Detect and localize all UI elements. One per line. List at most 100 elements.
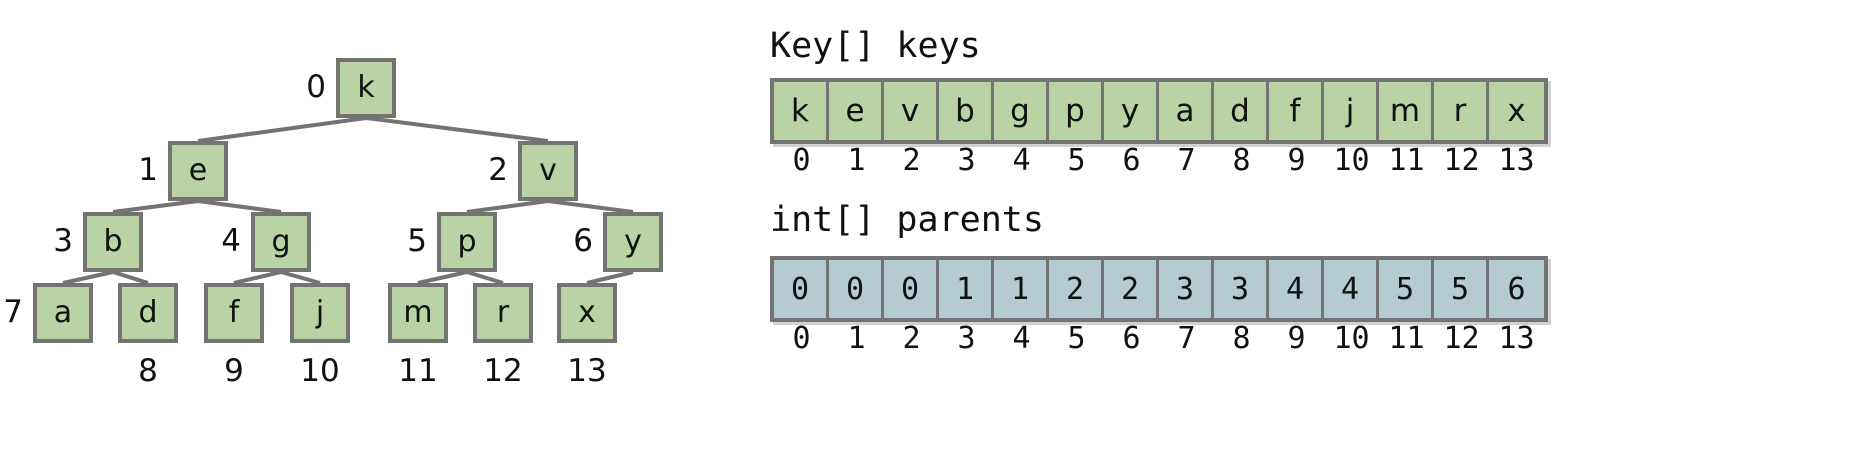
tree-node-k[interactable]: k — [336, 58, 396, 118]
keys-cell-10[interactable]: j — [1324, 82, 1379, 140]
parents-index-6: 6 — [1122, 321, 1141, 356]
tree-node-v[interactable]: v — [518, 141, 578, 201]
keys-index-4: 4 — [1012, 143, 1031, 178]
parents-index-10: 10 — [1333, 321, 1370, 356]
tree-node-x[interactable]: x — [557, 283, 617, 343]
keys-cell-9[interactable]: f — [1269, 82, 1324, 140]
parents-cell-7[interactable]: 3 — [1159, 260, 1214, 318]
parents-cell-3[interactable]: 1 — [939, 260, 994, 318]
tree-node-r[interactable]: r — [473, 283, 533, 343]
keys-cell-11[interactable]: m — [1379, 82, 1434, 140]
keys-cell-7[interactable]: a — [1159, 82, 1214, 140]
tree-edge — [197, 199, 282, 214]
tree-node-index-11: 11 — [398, 353, 438, 389]
tree-node-index-7: 7 — [3, 294, 23, 330]
parents-cell-6[interactable]: 2 — [1104, 260, 1159, 318]
keys-index-10: 10 — [1333, 143, 1370, 178]
tree-node-j[interactable]: j — [290, 283, 350, 343]
keys-index-11: 11 — [1388, 143, 1425, 178]
parents-index-4: 4 — [1012, 321, 1031, 356]
keys-index-6: 6 — [1122, 143, 1141, 178]
tree-node-p[interactable]: p — [437, 212, 497, 272]
tree-node-label: j — [315, 295, 325, 330]
keys-cell-12[interactable]: r — [1434, 82, 1489, 140]
parents-index-5: 5 — [1067, 321, 1086, 356]
tree-node-g[interactable]: g — [251, 212, 311, 272]
tree-edge — [586, 270, 634, 285]
keys-index-3: 3 — [957, 143, 976, 178]
keys-cell-3[interactable]: b — [939, 82, 994, 140]
tree-node-label: f — [228, 295, 240, 330]
tree-node-d[interactable]: d — [118, 283, 178, 343]
parents-cell-5[interactable]: 2 — [1049, 260, 1104, 318]
tree-node-y[interactable]: y — [603, 212, 663, 272]
keys-index-12: 12 — [1443, 143, 1480, 178]
parents-cell-4[interactable]: 1 — [994, 260, 1049, 318]
keys-cell-4[interactable]: g — [994, 82, 1049, 140]
tree-node-index-10: 10 — [300, 353, 340, 389]
keys-index-5: 5 — [1067, 143, 1086, 178]
parents-cell-11[interactable]: 5 — [1379, 260, 1434, 318]
tree-edge — [547, 199, 634, 214]
parents-array-title: int[] parents — [770, 200, 1044, 240]
tree-node-index-0: 0 — [306, 69, 326, 105]
keys-cell-6[interactable]: y — [1104, 82, 1159, 140]
tree-node-b[interactable]: b — [83, 212, 143, 272]
parents-cell-8[interactable]: 3 — [1214, 260, 1269, 318]
tree-node-index-2: 2 — [488, 152, 508, 188]
parents-index-13: 13 — [1498, 321, 1535, 356]
tree-node-label: p — [457, 224, 477, 259]
parents-index-12: 12 — [1443, 321, 1480, 356]
tree-node-index-9: 9 — [224, 353, 244, 389]
keys-index-8: 8 — [1232, 143, 1251, 178]
keys-array-title: Key[] keys — [770, 26, 981, 66]
tree-node-index-12: 12 — [483, 353, 523, 389]
parents-index-7: 7 — [1177, 321, 1196, 356]
tree-node-index-1: 1 — [138, 152, 158, 188]
tree-edge — [365, 116, 549, 143]
parents-index-9: 9 — [1287, 321, 1306, 356]
keys-cell-2[interactable]: v — [884, 82, 939, 140]
tree-node-f[interactable]: f — [204, 283, 264, 343]
keys-cell-13[interactable]: x — [1507, 93, 1526, 129]
parents-index-2: 2 — [902, 321, 921, 356]
keys-cell-1[interactable]: e — [829, 82, 884, 140]
tree-node-index-13: 13 — [567, 353, 607, 389]
parents-cell-0[interactable]: 0 — [774, 260, 829, 318]
tree-node-label: r — [496, 295, 510, 330]
tree-node-label: y — [624, 224, 642, 259]
parents-cell-13[interactable]: 6 — [1507, 271, 1526, 307]
tree-node-label: b — [103, 224, 123, 259]
parents-cell-10[interactable]: 4 — [1324, 260, 1379, 318]
tree-node-e[interactable]: e — [168, 141, 228, 201]
tree-node-index-6: 6 — [573, 223, 593, 259]
keys-index-7: 7 — [1177, 143, 1196, 178]
tree-node-label: d — [138, 295, 158, 330]
parents-cell-9[interactable]: 4 — [1269, 260, 1324, 318]
parents-index-1: 1 — [847, 321, 866, 356]
tree-edge — [197, 116, 367, 143]
tree-node-index-5: 5 — [407, 223, 427, 259]
keys-index-0: 0 — [792, 143, 811, 178]
tree-edge — [112, 270, 149, 285]
keys-index-9: 9 — [1287, 143, 1306, 178]
parents-cell-12[interactable]: 5 — [1434, 260, 1489, 318]
tree-node-label: g — [271, 224, 291, 259]
parents-cell-1[interactable]: 0 — [829, 260, 884, 318]
parents-index-8: 8 — [1232, 321, 1251, 356]
parents-cell-2[interactable]: 0 — [884, 260, 939, 318]
tree-edge — [466, 270, 504, 285]
tree-edges — [62, 116, 634, 285]
keys-cell-8[interactable]: d — [1214, 82, 1269, 140]
tree-edge — [280, 270, 321, 285]
keys-cell-0[interactable]: k — [774, 82, 829, 140]
tree-node-m[interactable]: m — [388, 283, 448, 343]
keys-index-13: 13 — [1498, 143, 1535, 178]
keys-cell-5[interactable]: p — [1049, 82, 1104, 140]
tree-node-a[interactable]: a — [33, 283, 93, 343]
parents-index-3: 3 — [957, 321, 976, 356]
tree-node-label: k — [357, 70, 375, 105]
